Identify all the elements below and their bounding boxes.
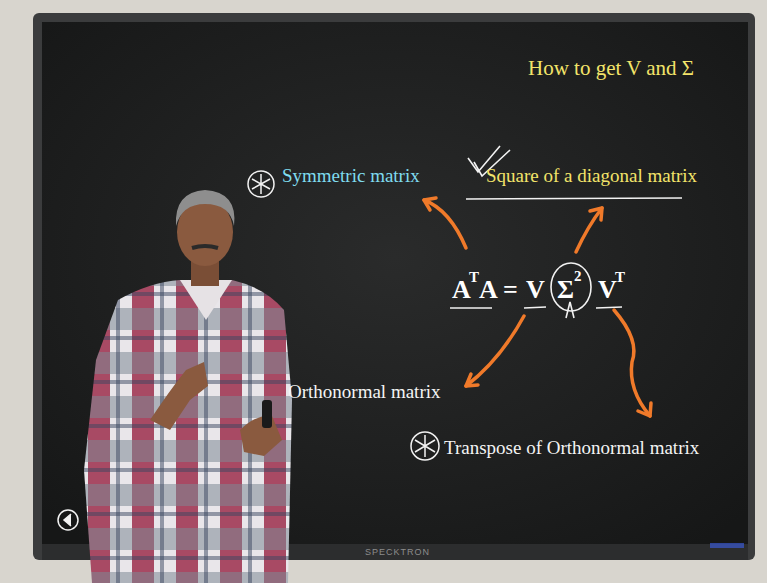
equation-symbol: Σ xyxy=(557,277,574,303)
equation-symbol: V xyxy=(526,277,545,303)
equation-marks xyxy=(450,263,622,318)
term-label: Square of a diagonal matrix xyxy=(486,166,697,185)
equation-superscript: T xyxy=(469,270,479,285)
slide-title: How to get V and Σ xyxy=(528,58,694,79)
equation-symbol: = xyxy=(503,277,518,303)
term-label: Transpose of Orthonormal matrix xyxy=(444,438,699,457)
progress-bar xyxy=(710,543,744,548)
brand-watermark: SPECKTRON xyxy=(365,548,430,557)
term-label: Symmetric matrix xyxy=(282,166,420,185)
equation-symbol: A xyxy=(479,277,498,303)
presenter xyxy=(84,190,292,583)
pointer-arrow xyxy=(424,198,651,416)
term-label: Orthonormal matrix xyxy=(288,382,441,401)
underline xyxy=(466,198,682,199)
equation-symbol: A xyxy=(452,277,471,303)
equation-symbol: V xyxy=(598,277,617,303)
equation-superscript: T xyxy=(615,270,625,285)
equation-superscript: 2 xyxy=(574,269,582,284)
